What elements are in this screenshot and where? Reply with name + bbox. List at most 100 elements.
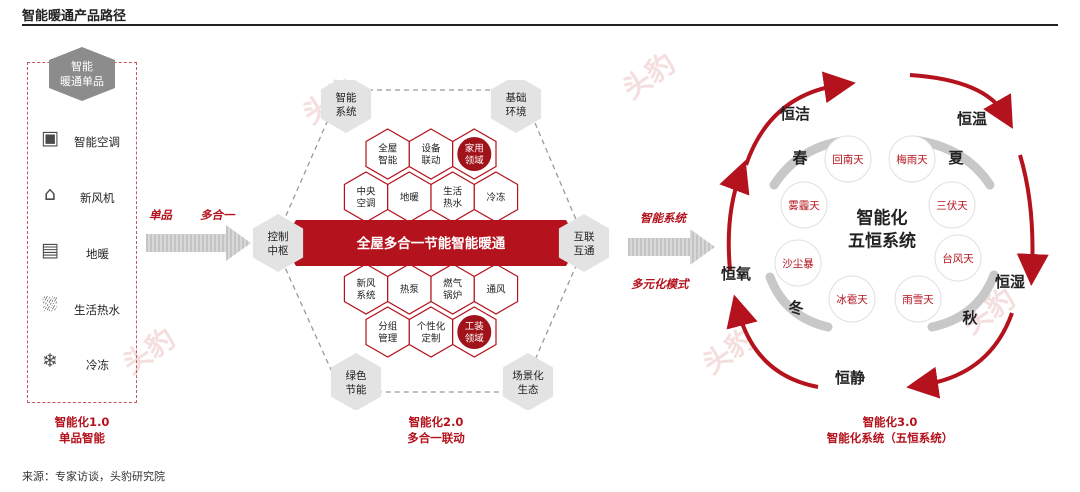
hex-cell-label: 空调 xyxy=(357,197,376,209)
season-label: 夏 xyxy=(947,149,964,167)
constant-label: 恒洁 xyxy=(780,105,810,123)
corner-hexagon-shape xyxy=(330,353,382,410)
hex-cell-label: 系统 xyxy=(357,289,377,301)
weather-circle: 雨雪天 xyxy=(894,275,942,323)
corner-hexagon-label: 基础 xyxy=(506,91,527,104)
hex-cell-label: 联动 xyxy=(421,155,440,166)
corner-hexagon-label: 环境 xyxy=(506,105,527,118)
hex-cell-label: 家用 xyxy=(465,142,484,154)
hex-cell-label: 全屋 xyxy=(378,142,397,154)
hex-cell-label: 热水 xyxy=(443,197,463,209)
cycle-arrow xyxy=(726,294,819,389)
arrow1-label-left: 单品 xyxy=(149,208,172,222)
hex-cell-label: 分组 xyxy=(378,320,398,332)
hex-cell-label: 新风 xyxy=(357,277,377,289)
hex-cell: 冷冻 xyxy=(473,171,519,223)
corner-hexagon-shape xyxy=(558,214,610,272)
corner-hexagon-shape xyxy=(490,80,542,133)
corner-hexagon-shape xyxy=(252,214,304,272)
stage1-item-label: 生活热水 xyxy=(74,303,120,317)
page-title: 智能暖通产品路径 xyxy=(22,9,127,24)
weather-circle-shape xyxy=(780,181,828,229)
constant-label: 恒氧 xyxy=(721,265,751,283)
cycle-arrow xyxy=(1016,154,1049,286)
cycle-arrow xyxy=(909,73,1013,129)
weather-label: 梅雨天 xyxy=(896,153,928,166)
cycle-arrow xyxy=(744,71,856,166)
house-icon: ⌂ xyxy=(43,183,57,205)
snowflake-icon: ❄ xyxy=(42,350,58,372)
title-rule xyxy=(22,24,1058,26)
source-note: 来源：专家访谈，头豹研究院 xyxy=(22,470,165,483)
center-title: 智能化 xyxy=(857,208,908,229)
center-band xyxy=(282,220,580,266)
hex-cell-label: 个性化 xyxy=(417,320,446,332)
speaker-icon: ▣ xyxy=(41,127,59,149)
weather-label: 三伏天 xyxy=(936,199,968,212)
weather-circle: 台风天 xyxy=(934,234,982,282)
hex-cell-label: 智能 xyxy=(378,154,398,166)
stage3-caption: 智能化3.0 智能化系统（五恒系统） xyxy=(790,414,990,446)
hex-cell-label: 设备 xyxy=(421,142,441,154)
floor-heating-icon: ▤ xyxy=(41,239,59,261)
hex-cell-label: 燃气 xyxy=(443,277,463,289)
hex-cell-label: 热泵 xyxy=(400,283,420,295)
weather-circle-shape xyxy=(828,275,876,323)
corner-hexagon-shape xyxy=(320,80,372,133)
hex-cell-label: 生活 xyxy=(443,185,463,197)
weather-circle-shape xyxy=(824,135,872,183)
hex-cell-label: 领域 xyxy=(465,332,485,344)
stage3-caption-line1: 智能化3.0 xyxy=(862,415,918,429)
hex-cell-label: 中央 xyxy=(357,185,377,197)
weather-label: 沙尘暴 xyxy=(782,258,814,270)
hex-cell-label: 管理 xyxy=(378,332,398,344)
stage1-header-line2: 暖通单品 xyxy=(60,75,104,88)
stage1-caption-line2: 单品智能 xyxy=(59,431,105,445)
corner-hexagon-label: 中枢 xyxy=(268,244,289,257)
weather-label: 回南天 xyxy=(832,153,864,166)
hex-cell-label: 通风 xyxy=(486,284,506,295)
corner-hexagon-label: 互联 xyxy=(574,231,595,243)
weather-label: 冰雹天 xyxy=(836,293,868,306)
arrow-right-2 xyxy=(628,229,715,265)
hex-cell-label: 领域 xyxy=(465,154,485,166)
constant-label: 恒温 xyxy=(957,110,987,128)
inner-ring-arc xyxy=(927,270,999,332)
weather-circle: 三伏天 xyxy=(928,181,976,229)
corner-hexagon-label: 场景化 xyxy=(512,369,544,382)
corner-hexagon-shape xyxy=(502,353,554,410)
weather-circle: 冰雹天 xyxy=(828,275,876,323)
stage3-caption-line2: 智能化系统（五恒系统） xyxy=(826,431,954,445)
season-label: 春 xyxy=(792,149,807,167)
hex-cell-label: 冷冻 xyxy=(486,191,506,203)
corner-hexagon-label: 智能 xyxy=(336,91,357,104)
season-label: 冬 xyxy=(788,299,803,317)
hex-cell-highlight xyxy=(457,315,492,349)
stage1-item-label: 冷冻 xyxy=(86,358,109,372)
stage1-caption: 智能化1.0 单品智能 xyxy=(22,414,142,446)
cycle-arrow xyxy=(906,312,1014,399)
season-label: 秋 xyxy=(962,309,978,327)
weather-circle: 沙尘暴 xyxy=(774,239,822,287)
center-band-label: 全屋多合一节能智能暖通 xyxy=(356,235,506,252)
corner-hexagon-label: 节能 xyxy=(346,383,367,396)
center-title: 五恒系统 xyxy=(848,231,916,252)
weather-label: 雨雪天 xyxy=(902,294,934,306)
stage1-header-hexagon: 智能 暖通单品 xyxy=(49,47,115,101)
arrow1-label-right: 多合一 xyxy=(200,208,235,222)
hex-cell: 生活热水 xyxy=(430,171,475,223)
corner-hexagon-label: 系统 xyxy=(336,105,357,118)
stage1-item-label: 地暖 xyxy=(86,247,109,261)
weather-circle-shape xyxy=(894,275,942,323)
